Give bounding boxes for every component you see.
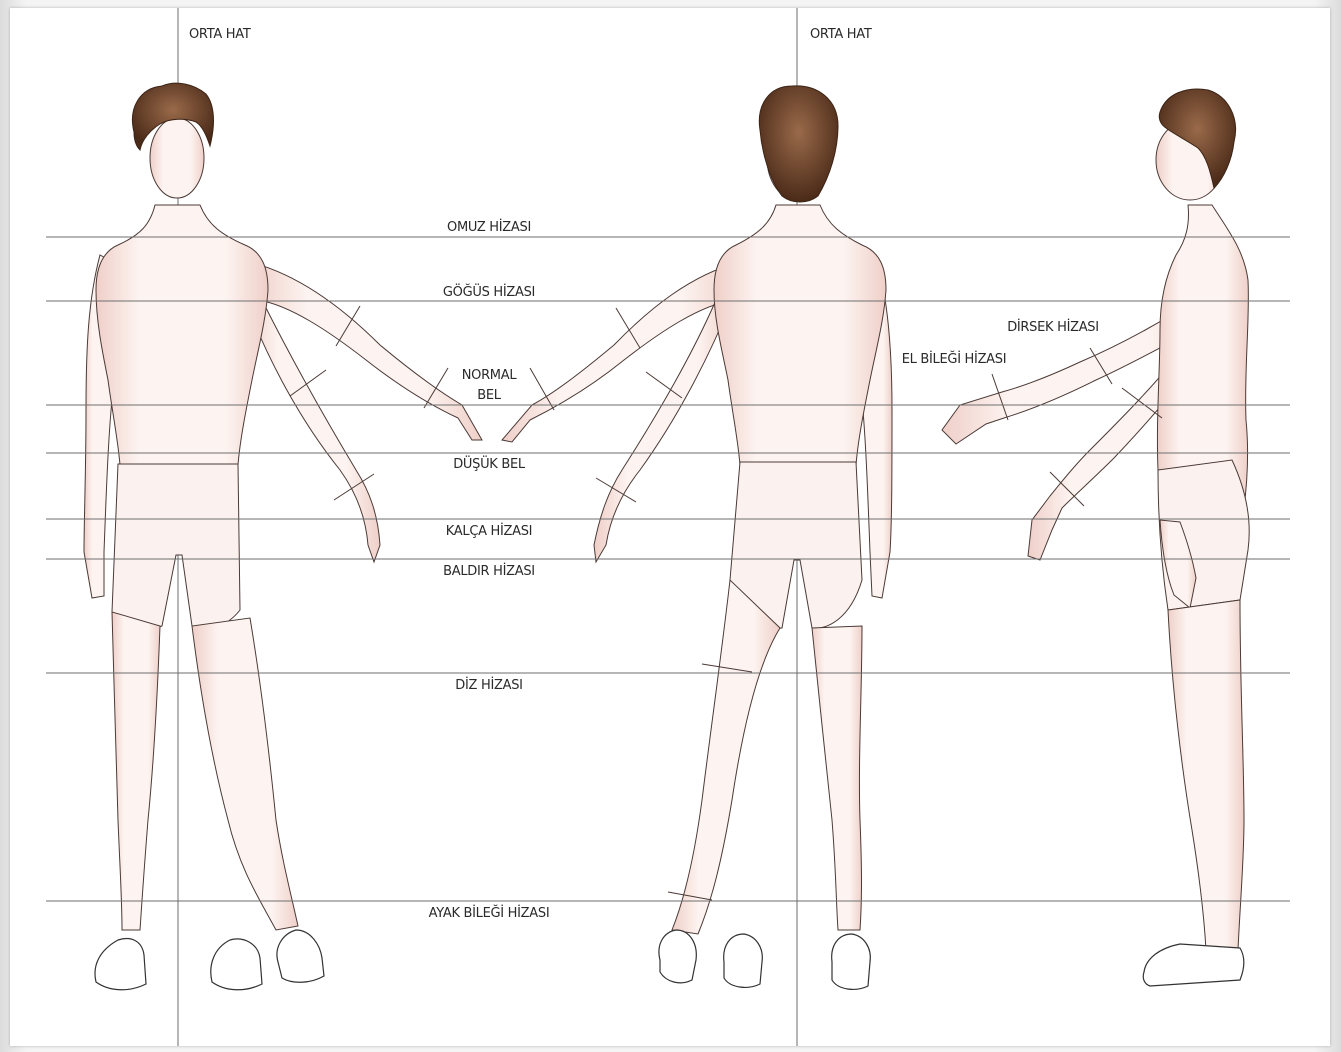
elbow-label: DİRSEK HİZASI (1007, 319, 1099, 335)
low-waist-label: DÜŞÜK BEL (453, 455, 526, 472)
front-figure (84, 83, 482, 990)
back-figure (502, 86, 892, 990)
center-line-front-label: ORTA HAT (189, 27, 251, 42)
side-figure (942, 89, 1249, 986)
hip-label: KALÇA HİZASI (446, 523, 532, 539)
normal-waist-label-2: BEL (477, 388, 502, 403)
chest-label: GÖĞÜS HİZASI (443, 283, 535, 300)
ankle-label: AYAK BİLEĞİ HİZASI (429, 905, 550, 921)
labels: ORTA HAT ORTA HAT OMUZ HİZASI GÖĞÜS HİZA… (189, 27, 1099, 921)
shoulder-label: OMUZ HİZASI (447, 219, 531, 235)
normal-waist-label-1: NORMAL (462, 368, 518, 383)
calf-label: BALDIR HİZASI (443, 563, 535, 579)
knee-label: DİZ HİZASI (455, 677, 522, 693)
wrist-label: EL BİLEĞİ HİZASI (902, 351, 1007, 367)
center-line-back-label: ORTA HAT (810, 27, 872, 42)
